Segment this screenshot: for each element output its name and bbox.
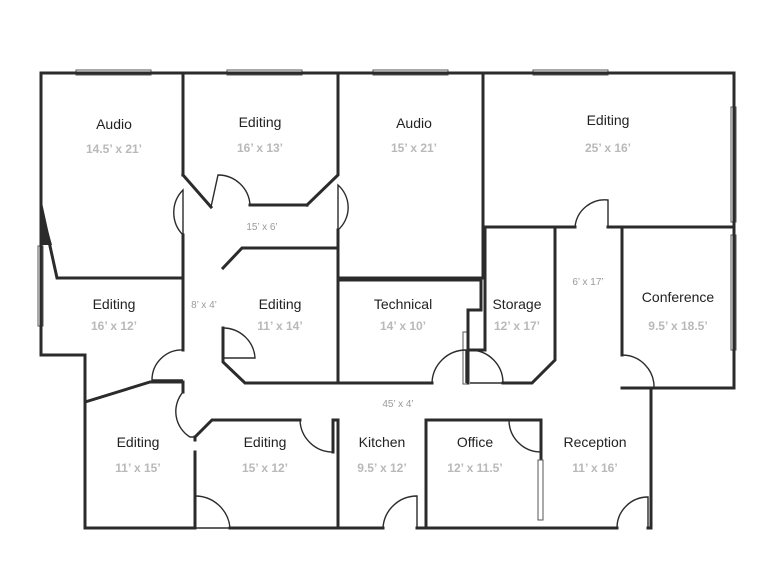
room-technical: Technical 14’ x 10’	[374, 296, 432, 333]
room-dimensions: 16’ x 12’	[91, 319, 137, 333]
room-dimensions: 11’ x 16’	[572, 461, 617, 475]
room-dimensions: 15’ x 21’	[391, 141, 437, 155]
room-editing-5: Editing 11’ x 15’	[115, 434, 160, 475]
room-name: Office	[457, 434, 494, 450]
room-editing-3: Editing 16’ x 12’	[91, 296, 137, 333]
room-name: Editing	[259, 296, 302, 312]
room-dimensions: 11’ x 14’	[257, 319, 302, 333]
room-name: Reception	[563, 434, 626, 450]
room-editing-2: Editing 25’ x 16’	[585, 112, 631, 155]
room-dimensions: 14’ x 10’	[380, 319, 426, 333]
hallway-dimensions: 6’ x 17’	[572, 277, 603, 288]
room-name: Technical	[374, 296, 432, 312]
windows	[37, 69, 737, 521]
room-name: Audio	[396, 115, 432, 131]
room-editing-1: Editing 16’ x 13’	[237, 114, 283, 155]
room-name: Editing	[93, 296, 136, 312]
room-name: Conference	[642, 289, 715, 305]
room-editing-6: Editing 15’ x 12’	[242, 434, 288, 475]
room-dimensions: 12’ x 11.5’	[447, 461, 502, 475]
room-name: Kitchen	[359, 434, 406, 450]
room-audio-1: Audio 14.5’ x 21’	[86, 116, 142, 156]
room-labels: Audio 14.5’ x 21’ Editing 16’ x 13’ Audi…	[86, 112, 714, 475]
room-name: Editing	[239, 114, 282, 130]
hallway-dimensions: 15’ x 6’	[246, 222, 277, 233]
hallway-labels: 15’ x 6’ 8’ x 4’ 6’ x 17’ 45’ x 4’	[191, 222, 604, 410]
room-dimensions: 9.5’ x 12’	[357, 461, 406, 475]
room-editing-4: Editing 11’ x 14’	[257, 296, 302, 333]
walls	[39, 71, 736, 530]
room-name: Editing	[117, 434, 160, 450]
hallway-dimensions: 8’ x 4’	[191, 300, 217, 311]
hallway-dimensions: 45’ x 4’	[382, 399, 413, 410]
room-storage: Storage 12’ x 17’	[492, 296, 541, 333]
doors	[151, 174, 655, 529]
room-name: Audio	[96, 116, 132, 132]
room-dimensions: 14.5’ x 21’	[86, 142, 142, 156]
room-dimensions: 9.5’ x 18.5’	[648, 319, 707, 333]
room-name: Storage	[492, 296, 541, 312]
room-dimensions: 16’ x 13’	[237, 141, 283, 155]
room-audio-2: Audio 15’ x 21’	[391, 115, 437, 155]
room-dimensions: 11’ x 15’	[115, 461, 160, 475]
room-conference: Conference 9.5’ x 18.5’	[642, 289, 715, 333]
room-reception: Reception 11’ x 16’	[563, 434, 626, 475]
room-name: Editing	[587, 112, 630, 128]
room-dimensions: 25’ x 16’	[585, 141, 631, 155]
room-dimensions: 12’ x 17’	[494, 319, 540, 333]
room-kitchen: Kitchen 9.5’ x 12’	[357, 434, 406, 475]
room-dimensions: 15’ x 12’	[242, 461, 288, 475]
room-office: Office 12’ x 11.5’	[447, 434, 502, 475]
room-name: Editing	[244, 434, 287, 450]
